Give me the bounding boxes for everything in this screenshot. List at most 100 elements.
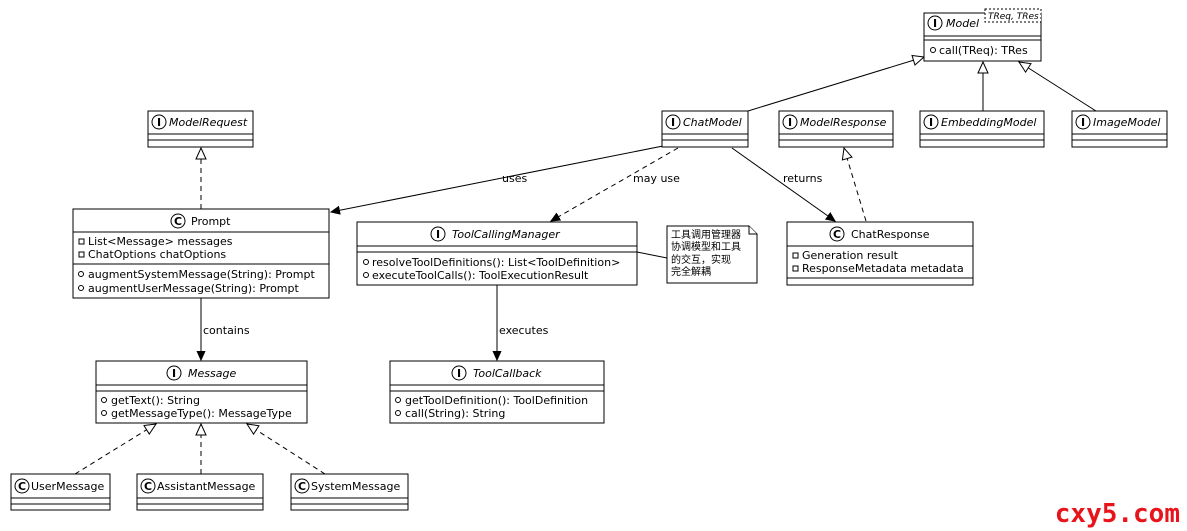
field: List<Message> messages (88, 235, 233, 248)
public-visibility-icon (363, 272, 369, 278)
may-use-label: may use (633, 172, 680, 185)
class-chat-model: I ChatModel (661, 110, 749, 148)
class-model: I Model TReq, TRes call(TReq): TRes (923, 8, 1042, 62)
svg-text:I: I (436, 228, 440, 241)
relations: uses may use returns contains executes (74, 54, 1097, 475)
class-name: AssistantMessage (157, 480, 256, 493)
class-name: ModelResponse (800, 116, 887, 129)
executes-label: executes (499, 324, 549, 337)
private-visibility-icon (792, 265, 799, 272)
class-name: ModelRequest (169, 116, 248, 129)
method: executeToolCalls(): ToolExecutionResult (372, 269, 589, 282)
method: getToolDefinition(): ToolDefinition (405, 394, 588, 407)
interface-badge-icon (665, 114, 681, 130)
svg-text:C: C (144, 480, 152, 493)
field: ChatOptions chatOptions (88, 248, 226, 261)
private-visibility-icon (792, 252, 799, 259)
chatmodel-extends-model-edge (747, 54, 926, 112)
private-visibility-icon (78, 238, 85, 245)
note-line: 协调模型和工具 (671, 240, 741, 253)
note-line: 工具调用管理器 (671, 228, 741, 241)
svg-text:I: I (172, 367, 176, 380)
private-visibility-icon (78, 251, 85, 258)
public-visibility-icon (101, 397, 107, 403)
class-name: ChatModel (683, 116, 742, 129)
class-name: UserMessage (31, 480, 105, 493)
public-visibility-icon (78, 285, 84, 291)
class-badge-icon (170, 213, 186, 229)
may-use-edge (551, 147, 679, 221)
public-visibility-icon (78, 271, 84, 277)
public-visibility-icon (363, 259, 369, 265)
interface-badge-icon (927, 15, 943, 31)
uses-label: uses (502, 172, 527, 185)
note: 工具调用管理器 协调模型和工具 的交互，实现 完全解耦 (666, 225, 758, 284)
public-visibility-icon (101, 410, 107, 416)
uses-edge (331, 144, 669, 212)
svg-text:C: C (174, 215, 182, 228)
class-name: ToolCallingManager (452, 228, 561, 241)
svg-text:I: I (929, 116, 933, 129)
method: getText(): String (111, 394, 200, 407)
class-name: Model (946, 17, 979, 30)
class-name: ToolCallback (473, 367, 542, 380)
interface-badge-icon (151, 114, 167, 130)
interface-badge-icon (782, 114, 798, 130)
class-assistant-message: C AssistantMessage (136, 473, 264, 511)
svg-text:C: C (298, 480, 306, 493)
class-badge-icon (294, 478, 310, 494)
class-embedding-model: I EmbeddingModel (919, 110, 1045, 148)
public-visibility-icon (395, 397, 401, 403)
class-tool-calling-manager: I ToolCallingManager resolveToolDefiniti… (356, 221, 638, 286)
contains-label: contains (203, 324, 250, 337)
method: call(TReq): TRes (939, 44, 1028, 57)
svg-text:I: I (933, 17, 937, 30)
method: resolveToolDefinitions(): List<ToolDefin… (372, 256, 620, 269)
method: call(String): String (405, 407, 505, 420)
public-visibility-icon (930, 47, 936, 53)
interface-badge-icon (430, 226, 446, 242)
class-name: ChatResponse (851, 228, 930, 241)
method: getMessageType(): MessageType (111, 407, 292, 420)
svg-text:I: I (157, 116, 161, 129)
svg-text:I: I (788, 116, 792, 129)
method: augmentUserMessage(String): Prompt (88, 282, 300, 295)
note-connector (636, 251, 668, 259)
class-image-model: I ImageModel (1071, 110, 1168, 148)
type-params-box (984, 8, 1042, 23)
type-params: TReq, TRes (988, 12, 1039, 22)
class-model-response: I ModelResponse (778, 110, 894, 148)
interface-badge-icon (1075, 114, 1091, 130)
class-prompt: C Prompt List<Message> messages ChatOpti… (72, 208, 330, 299)
public-visibility-icon (395, 410, 401, 416)
class-name: Prompt (191, 215, 231, 228)
note-line: 的交互，实现 (671, 253, 731, 266)
class-name: Message (188, 367, 236, 380)
svg-text:C: C (18, 480, 26, 493)
class-name: SystemMessage (311, 480, 400, 493)
watermark-logo: cxy5.com (1055, 499, 1180, 529)
imagemodel-extends-model-edge (1017, 61, 1097, 112)
class-user-message: C UserMessage (10, 473, 111, 511)
note-line: 完全解耦 (671, 265, 711, 278)
method: augmentSystemMessage(String): Prompt (88, 268, 315, 281)
class-message: I Message getText(): String getMessageTy… (95, 360, 308, 424)
interface-badge-icon (923, 114, 939, 130)
chatresponse-implements-modelresponse-edge (841, 146, 867, 222)
class-badge-icon (829, 226, 845, 242)
svg-text:I: I (671, 116, 675, 129)
class-name: EmbeddingModel (941, 116, 1036, 129)
interface-badge-icon (166, 365, 182, 381)
class-badge-icon (140, 478, 156, 494)
systemmessage-implements-message-edge (245, 423, 326, 475)
svg-text:C: C (833, 228, 841, 241)
class-chat-response: C ChatResponse Generation result Respons… (786, 221, 974, 286)
class-model-request: I ModelRequest (147, 110, 254, 148)
field: Generation result (802, 249, 899, 262)
returns-edge (731, 147, 835, 221)
svg-text:I: I (1081, 116, 1085, 129)
returns-label: returns (783, 172, 823, 185)
class-name: ImageModel (1093, 116, 1160, 129)
class-system-message: C SystemMessage (290, 473, 409, 511)
